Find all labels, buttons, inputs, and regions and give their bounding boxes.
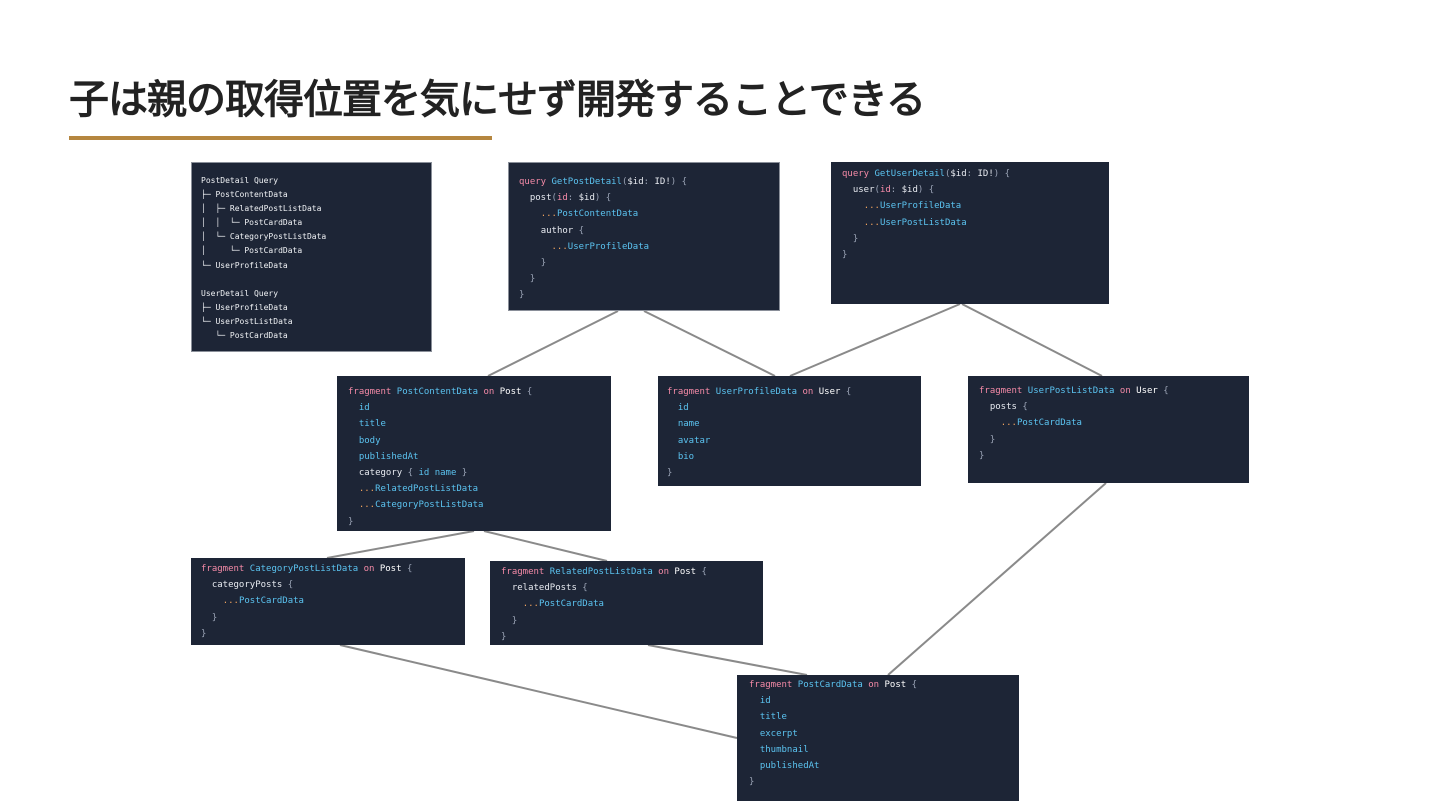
tree-line: PostDetail Query [201,176,279,185]
tree-line: │ │ └─ PostCardData [201,218,303,228]
tree-line: ├─ UserProfileData [201,302,288,312]
tree-line: ├─ PostContentData [201,190,288,200]
tree-line: │ └─ PostCardData [201,246,303,256]
user-profile-fragment-card: fragment UserProfileData on User { id na… [658,376,921,486]
title-underline [69,136,492,140]
query-tree-card: PostDetail Query ├─ PostContentData │ ├─… [191,162,432,352]
tree-line: UserDetail Query [201,288,279,298]
slide-title: 子は親の取得位置を気にせず開発することできる [69,77,926,123]
post-content-fragment-code: fragment PostContentData on Post { id ti… [348,387,533,527]
get-post-detail-code: query GetPostDetail($id: ID!) { post(id:… [519,177,688,301]
get-user-detail-card: query GetUserDetail($id: ID!) { user(id:… [831,162,1109,304]
user-post-list-fragment-code: fragment UserPostListData on User { post… [979,386,1169,461]
connector-postcontent-to-categorylist [326,530,475,559]
connector-userdetail-to-userprofile [789,303,961,377]
related-post-list-fragment-card: fragment RelatedPostListData on Post { r… [490,561,763,645]
tree-line: │ └─ CategoryPostListData [201,232,327,242]
connector-relatedlist-to-postcard [647,644,808,676]
get-post-detail-card: query GetPostDetail($id: ID!) { post(id:… [508,162,780,311]
user-profile-fragment-code: fragment UserProfileData on User { id na… [667,387,852,479]
category-post-list-fragment-code: fragment CategoryPostListData on Post { … [201,564,413,639]
category-post-list-fragment-card: fragment CategoryPostListData on Post { … [191,558,465,645]
post-content-fragment-card: fragment PostContentData on Post { id ti… [337,376,611,531]
tree-line: └─ UserProfileData [201,260,288,270]
connector-postdetail-to-postcontent [487,310,619,377]
post-card-fragment-card: fragment PostCardData on Post { id title… [737,675,1019,801]
connector-categorylist-to-postcard [339,644,738,739]
connector-userpostlist-to-postcard [887,482,1107,676]
tree-line: └─ UserPostListData [201,316,293,326]
connector-postdetail-to-userprofile [643,310,776,377]
query-tree: PostDetail Query ├─ PostContentData │ ├─… [201,174,431,343]
post-card-fragment-code: fragment PostCardData on Post { id title… [749,680,918,788]
tree-line: └─ PostCardData [201,331,288,341]
connector-postcontent-to-relatedlist [483,530,608,562]
related-post-list-fragment-code: fragment RelatedPostListData on Post { r… [501,567,707,642]
get-user-detail-code: query GetUserDetail($id: ID!) { user(id:… [842,169,1011,261]
connector-userdetail-to-userpostlist [961,303,1103,377]
tree-line: │ ├─ RelatedPostListData [201,204,322,214]
user-post-list-fragment-card: fragment UserPostListData on User { post… [968,376,1249,483]
